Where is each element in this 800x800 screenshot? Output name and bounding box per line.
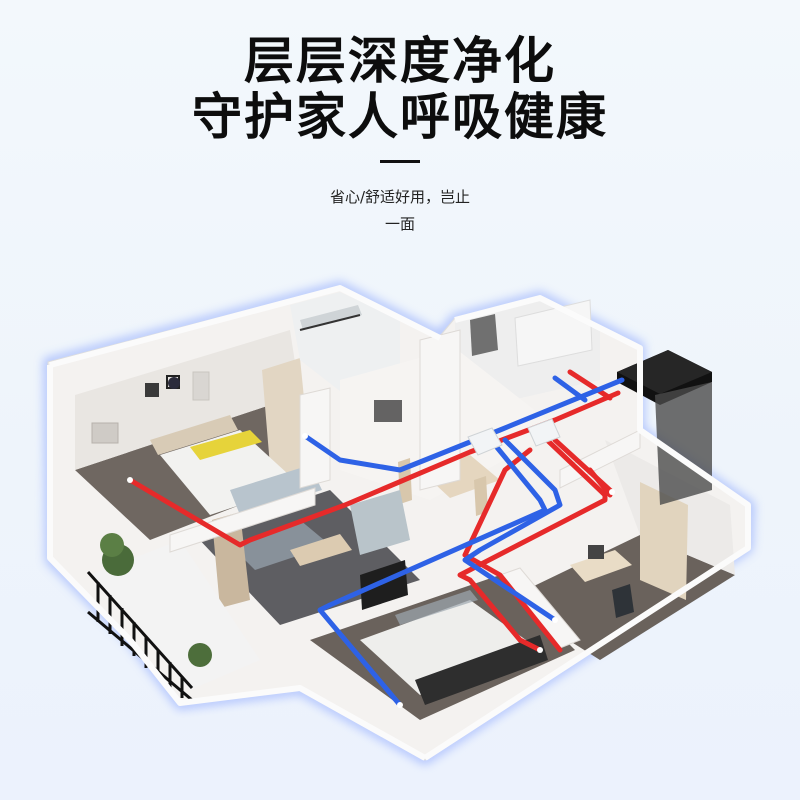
- interior-walls: [169, 329, 641, 649]
- vent-outlets: [127, 433, 615, 708]
- return-ducts-blue: [302, 375, 625, 708]
- subtitle-line-2: 一面: [384, 215, 415, 233]
- outer-walls: [47, 285, 751, 761]
- second-bedroom: [310, 575, 575, 720]
- distribution-boxes: [467, 418, 561, 456]
- subtitle-line-1: 省心/舒适好用，岂止: [329, 188, 471, 206]
- title-divider: [380, 160, 420, 163]
- supply-ducts-red: [127, 369, 621, 653]
- headline-line-2: 守护家人呼吸健康: [192, 88, 608, 146]
- bathroom: [290, 292, 400, 395]
- headline-line-1: 层层深度净化: [244, 32, 556, 90]
